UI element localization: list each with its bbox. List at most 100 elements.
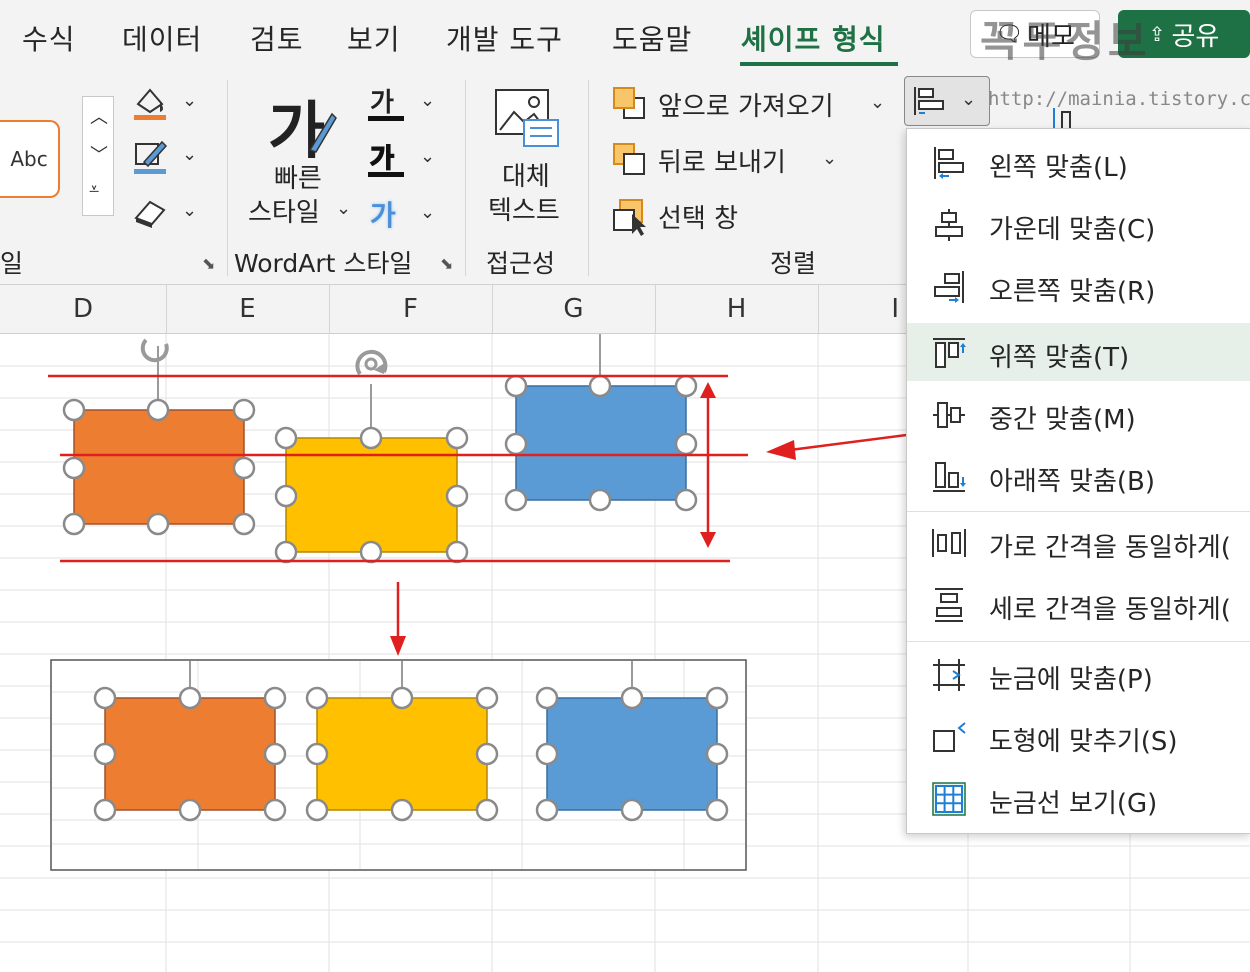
distribute-vertical-icon	[935, 588, 963, 622]
column-header-h[interactable]: H	[655, 285, 819, 333]
align-dropdown-button[interactable]: ⌄	[904, 76, 990, 126]
chevron-down-icon: ⌄	[961, 89, 977, 110]
quick-styles-button[interactable]: 가 빠른 스타일 ⌄	[248, 80, 352, 230]
bring-forward-button[interactable]: 앞으로 가져오기 ⌄	[612, 82, 892, 126]
menu-item-align-middle[interactable]: 중간 맞춤(M)	[907, 385, 1250, 443]
menu-item-snap-to-grid[interactable]: 눈금에 맞춤(P)	[907, 645, 1250, 703]
memo-button[interactable]: 🗨 메모	[970, 10, 1100, 58]
align-middle-icon	[933, 402, 965, 428]
chevron-down-icon: ⌄	[182, 200, 198, 221]
text-outline-button[interactable]: 가 ⌄	[366, 138, 440, 180]
send-backward-icon	[613, 143, 645, 175]
snap-to-grid-icon	[933, 659, 965, 691]
gallery-more-icon[interactable]: ⩡	[89, 179, 100, 200]
menu-label: 중간 맞춤(M)	[989, 405, 1136, 435]
menu-item-view-gridlines[interactable]: 눈금선 보기(G)	[907, 769, 1250, 827]
tab-review[interactable]: 검토	[250, 23, 304, 56]
menu-label: 눈금에 맞춤(P)	[989, 665, 1153, 695]
rotate-handle-icon[interactable]	[140, 338, 169, 363]
dialog-launcher-icon[interactable]: ⬊	[440, 254, 454, 273]
shape-blue-after[interactable]	[546, 661, 718, 811]
share-button[interactable]: ⇪ 공유	[1118, 10, 1250, 58]
ribbon-separator	[227, 80, 228, 276]
text-fill-button[interactable]: 가 ⌄	[366, 82, 440, 124]
align-bottom-icon	[933, 462, 966, 492]
column-letter: I	[891, 294, 899, 324]
shape-yellow-after[interactable]	[316, 661, 488, 811]
text-effects-button[interactable]: 가 ⌄	[366, 194, 440, 236]
send-backward-button[interactable]: 뒤로 보내기 ⌄	[612, 138, 852, 182]
eraser-effects-icon	[134, 200, 166, 228]
selection-handles-before[interactable]	[62, 374, 698, 564]
column-header-g[interactable]: G	[492, 285, 656, 333]
scroll-down-icon[interactable]: ﹀	[90, 145, 108, 166]
menu-label: 세로 간격을 동일하게(	[989, 595, 1231, 625]
send-backward-label: 뒤로 보내기	[658, 148, 786, 178]
align-right-icon	[934, 271, 964, 303]
menu-item-align-bottom[interactable]: 아래쪽 맞춤(B)	[907, 447, 1250, 505]
menu-label: 눈금선 보기(G)	[989, 789, 1158, 819]
chevron-down-icon: ⌄	[870, 92, 886, 113]
column-header-f[interactable]: F	[329, 285, 493, 333]
shape-outline-button[interactable]: ⌄	[130, 136, 208, 176]
column-letter: E	[239, 294, 256, 324]
style-gallery-scroller[interactable]: ︿ ﹀ ⩡	[82, 96, 114, 216]
menu-label: 왼쪽 맞춤(L)	[989, 153, 1128, 183]
dialog-launcher-icon[interactable]: ⬊	[202, 254, 216, 273]
text-outline-glyph: 가	[369, 143, 394, 175]
column-header-d[interactable]: D	[0, 285, 167, 333]
menu-label: 도형에 맞추기(S)	[989, 727, 1178, 757]
menu-item-align-top[interactable]: 위쪽 맞춤(T)	[907, 323, 1250, 381]
shape-orange-before[interactable]	[73, 346, 245, 525]
chevron-down-icon: ⌄	[822, 148, 838, 169]
menu-label: 아래쪽 맞춤(B)	[989, 467, 1155, 497]
menu-item-align-left[interactable]: 왼쪽 맞춤(L)	[907, 133, 1250, 191]
tab-data[interactable]: 데이터	[122, 23, 203, 56]
column-letter: G	[563, 294, 584, 324]
rotate-handle-icon[interactable]	[355, 349, 388, 376]
column-letter: D	[72, 294, 94, 324]
annotation-lines	[48, 374, 931, 640]
tab-developer[interactable]: 개발 도구	[446, 23, 563, 56]
column-letter: F	[403, 294, 418, 324]
shape-blue-before[interactable]	[515, 334, 687, 501]
menu-bar: 수식 데이터 검토 보기 개발 도구 도움말 셰이프 형식 🗨 메모 ⇪ 공유	[0, 0, 1250, 73]
menu-item-align-center[interactable]: 가운데 맞춤(C)	[907, 195, 1250, 253]
wordart-glyph: 가	[268, 94, 326, 167]
selection-pane-label: 선택 창	[658, 204, 739, 234]
text-fill-color-bar	[368, 116, 404, 121]
align-top-icon	[933, 338, 966, 368]
group-label-shape-styles: 일	[0, 249, 24, 278]
pen-outline-icon	[134, 140, 168, 174]
shape-effects-button[interactable]: ⌄	[130, 192, 208, 232]
menu-item-snap-to-shape[interactable]: 도형에 맞추기(S)	[907, 707, 1250, 765]
shape-yellow-before[interactable]	[285, 384, 458, 553]
tab-formulas[interactable]: 수식	[22, 23, 76, 56]
menu-item-distribute-vertical[interactable]: 세로 간격을 동일하게(	[907, 575, 1250, 633]
menu-separator	[907, 641, 1250, 642]
comment-icon: 🗨	[995, 21, 1024, 47]
selection-handles-after[interactable]	[93, 686, 729, 822]
selection-pane-button[interactable]: 선택 창	[612, 194, 772, 238]
worksheet-grid[interactable]	[0, 334, 1250, 972]
text-effects-glyph: 가	[370, 199, 396, 232]
shape-fill-button[interactable]: ⌄	[130, 82, 208, 122]
align-left-icon	[914, 87, 944, 115]
tab-view[interactable]: 보기	[347, 23, 401, 56]
arrow-heads	[390, 382, 796, 656]
scroll-up-icon[interactable]: ︿	[90, 107, 108, 128]
snap-to-shape-icon	[933, 722, 966, 752]
column-header-e[interactable]: E	[166, 285, 330, 333]
tab-shape-format[interactable]: 셰이프 형식	[741, 23, 886, 56]
alt-text-button[interactable]: 대체 텍스트	[484, 86, 568, 236]
shape-style-preview[interactable]: Abc	[0, 120, 60, 198]
chevron-down-icon: ⌄	[336, 198, 352, 219]
menu-label: 가운데 맞춤(C)	[989, 215, 1156, 245]
menu-item-distribute-horizontal[interactable]: 가로 간격을 동일하게(	[907, 513, 1250, 571]
tab-help[interactable]: 도움말	[612, 23, 693, 56]
chevron-down-icon: ⌄	[420, 202, 436, 223]
bring-forward-icon	[613, 87, 645, 119]
paint-bucket-icon	[134, 88, 166, 120]
menu-item-align-right[interactable]: 오른쪽 맞춤(R)	[907, 257, 1250, 315]
bring-forward-label: 앞으로 가져오기	[658, 92, 834, 122]
